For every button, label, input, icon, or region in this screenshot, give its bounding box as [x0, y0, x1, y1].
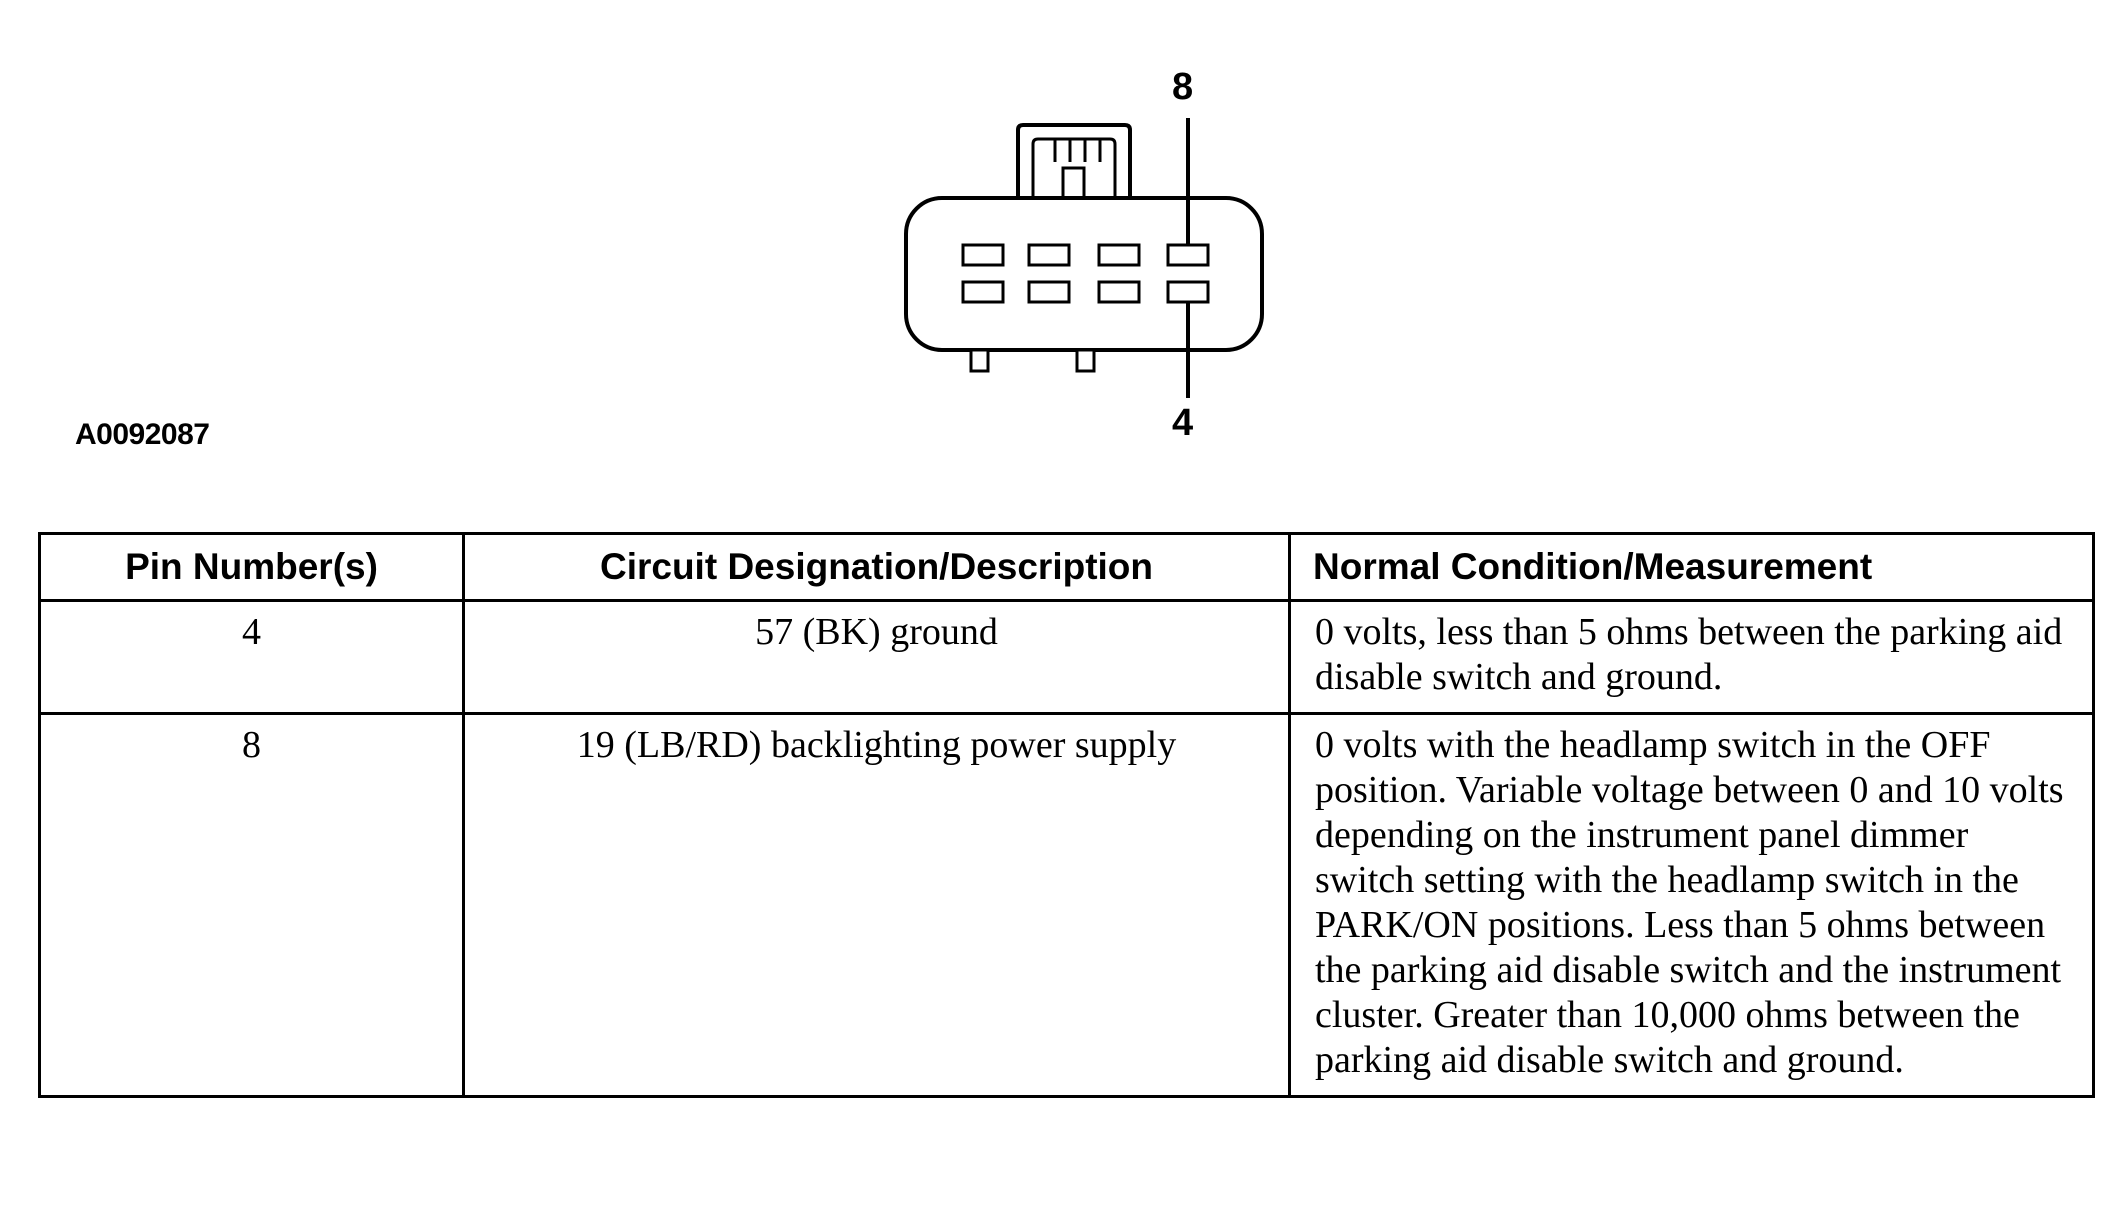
figure-id: A0092087 [75, 418, 210, 451]
latch-window [1061, 166, 1086, 200]
circuit-cell: 57 (BK) ground [462, 599, 1291, 715]
connector-body [904, 196, 1264, 352]
header-normal-condition: Normal Condition/Measurement [1288, 532, 2095, 602]
locking-tab-inner [1031, 137, 1117, 198]
condition-cell: 0 volts, less than 5 ohms between the pa… [1288, 599, 2095, 715]
connector-foot [1075, 348, 1096, 373]
table-row: 4 57 (BK) ground 0 volts, less than 5 oh… [38, 599, 2095, 715]
header-pin-number: Pin Number(s) [38, 532, 465, 602]
pin-cavity [1097, 280, 1141, 304]
condition-cell: 0 volts with the headlamp switch in the … [1288, 712, 2095, 1098]
circuit-cell: 19 (LB/RD) backlighting power supply [462, 712, 1291, 1098]
pin-callout-8: 8 [1172, 66, 1194, 108]
pin-number-cell: 8 [38, 712, 465, 1098]
locking-tab [1016, 123, 1132, 198]
pin-number-cell: 4 [38, 599, 465, 715]
pinout-table: Pin Number(s) Circuit Designation/Descri… [38, 532, 2095, 1098]
connector-face-drawing [904, 118, 1264, 398]
pin-cavity-8 [1166, 243, 1210, 267]
connector-diagram: 8 4 A0092087 [0, 0, 2124, 500]
pin-callout-4: 4 [1172, 402, 1194, 444]
pin-cavity [961, 243, 1005, 267]
table-header-row: Pin Number(s) Circuit Designation/Descri… [38, 532, 2095, 602]
pin-cavity-4 [1166, 280, 1210, 304]
connector-foot [969, 348, 990, 373]
header-circuit-designation: Circuit Designation/Description [462, 532, 1291, 602]
pin-cavity [1027, 243, 1071, 267]
pin-cavity [1097, 243, 1141, 267]
table-row: 8 19 (LB/RD) backlighting power supply 0… [38, 712, 2095, 1098]
pin-cavity [961, 280, 1005, 304]
pin-cavity [1027, 280, 1071, 304]
